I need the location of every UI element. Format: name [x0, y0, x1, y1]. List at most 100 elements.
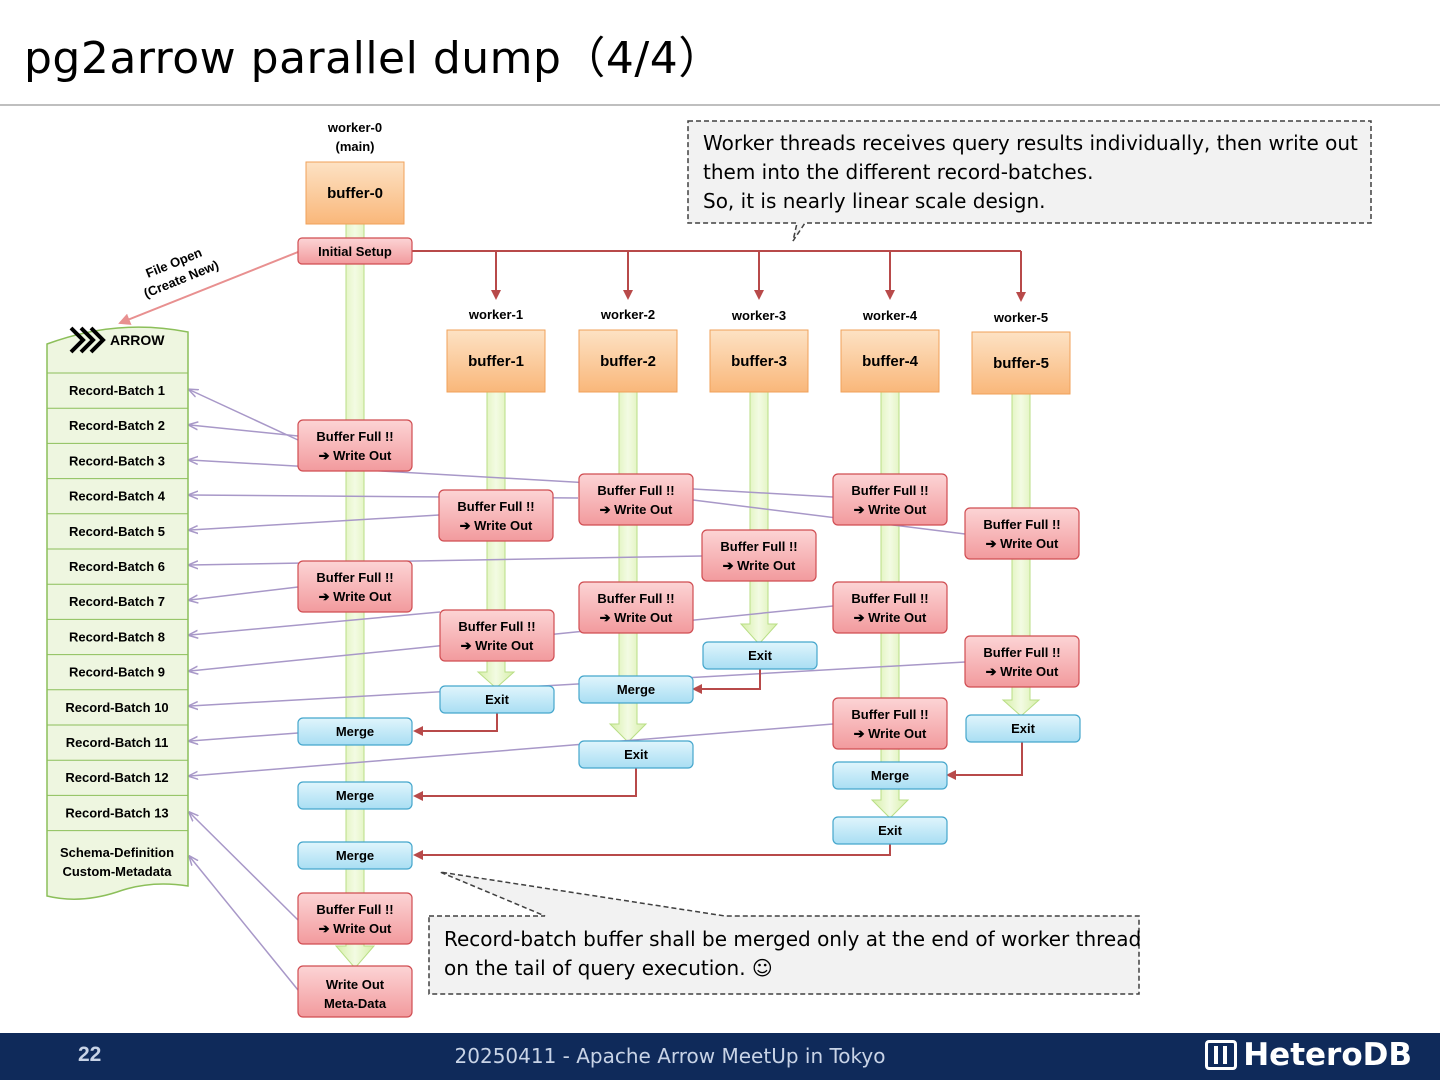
process-box-shape	[965, 714, 1081, 743]
buffer-2-label: buffer-2	[600, 353, 656, 370]
buffer-full-box: Buffer Full !!➔ Write Out	[438, 489, 554, 542]
line-batch-3	[190, 460, 834, 498]
buffer-full-box: Buffer Full !!➔ Write Out	[578, 581, 694, 634]
callout-bottom-line2: on the tail of query execution. ☺	[444, 956, 773, 980]
process-box-shape	[439, 609, 555, 662]
write-out-label: ➔ Write Out	[986, 536, 1059, 551]
buffer-3-label: buffer-3	[731, 353, 787, 370]
worker-5-label: worker-5	[993, 310, 1048, 325]
process-box-shape	[964, 635, 1080, 688]
heterodb-logo-icon	[1205, 1040, 1238, 1070]
buffer-3-box	[709, 329, 809, 393]
buffer-full-label: Buffer Full !!	[458, 619, 535, 634]
process-box-shape	[297, 892, 413, 945]
page-number: 22	[78, 1043, 102, 1066]
callout-top-line1: Worker threads receives query results in…	[703, 131, 1358, 155]
process-box-shape	[578, 581, 694, 634]
line-batch-2	[190, 425, 299, 437]
buffer-1-label: buffer-1	[468, 353, 524, 370]
buffer-full-label: Buffer Full !!	[983, 645, 1060, 660]
write-out-label: ➔ Write Out	[723, 558, 796, 573]
record-batch-3: Record-Batch 3	[69, 453, 165, 468]
arrow-header: ARROW	[110, 332, 165, 348]
write-out-label: ➔ Write Out	[854, 726, 927, 741]
callout-bottom-line1: Record-batch buffer shall be merged only…	[444, 927, 1141, 951]
initial-setup-box: Initial Setup	[297, 237, 413, 265]
merge-label: Merge	[617, 682, 655, 697]
buffer-full-label: Buffer Full !!	[316, 570, 393, 585]
callout-bottom: Record-batch buffer shall be merged only…	[428, 871, 1141, 995]
record-batch-4: Record-Batch 4	[69, 489, 166, 504]
title-divider	[0, 104, 1440, 106]
exit-label: Exit	[485, 692, 510, 707]
buffer-0-label: buffer-0	[327, 185, 383, 202]
buffer-full-box: Buffer Full !!➔ Write Out	[297, 419, 413, 472]
process-box-shape	[438, 489, 554, 542]
timeline-worker-3	[739, 391, 779, 645]
merge-label: Merge	[336, 724, 374, 739]
line-batch-6	[190, 555, 703, 565]
buffer-full-box: Buffer Full !! ➔ Write Out	[297, 560, 413, 613]
record-batch-11: Record-Batch 11	[66, 735, 169, 750]
process-box-shape	[297, 560, 413, 613]
exit-label: Exit	[878, 823, 903, 838]
line-batch-13	[190, 813, 299, 921]
callout-top-line3: So, it is nearly linear scale design.	[703, 189, 1045, 213]
process-box-shape	[297, 965, 413, 1018]
exit-box: Exit	[965, 714, 1081, 743]
callout-top-line2: them into the different record-batches.	[703, 160, 1093, 184]
event-label: 20250411 - Apache Arrow MeetUp in Tokyo	[454, 1044, 886, 1068]
write-out-label: ➔ Write Out	[319, 589, 392, 604]
buffer-full-label: Buffer Full !!	[457, 499, 534, 514]
merge-box: Merge	[832, 761, 948, 790]
buffer-full-box: Buffer Full !!➔ Write Out	[297, 892, 413, 945]
buffer-full-box: Buffer Full !! ➔ Write Out	[439, 609, 555, 662]
merge-box: Merge	[578, 675, 694, 704]
buffer-1-box	[446, 329, 546, 393]
record-batch-6: Record-Batch 6	[69, 559, 165, 574]
process-box-shape	[702, 641, 818, 670]
merge-label: Merge	[871, 768, 909, 783]
merge-label: Merge	[336, 788, 374, 803]
exit-label: Exit	[748, 648, 773, 663]
process-box-shape	[297, 419, 413, 472]
buffer-5-label: buffer-5	[993, 355, 1049, 372]
record-batch-2: Record-Batch 2	[69, 418, 165, 433]
buffer-full-label: Buffer Full !!	[851, 591, 928, 606]
merge-lines	[413, 669, 1023, 860]
worker-3-label: worker-3	[731, 308, 786, 323]
buffer-full-box: Buffer Full !!➔ Write Out	[832, 473, 948, 526]
exit-box: Exit	[439, 685, 555, 714]
exit-box: Exit	[702, 641, 818, 670]
write-out-label: Write Out	[326, 977, 385, 992]
buffer-0-box	[305, 161, 405, 225]
buffer-full-box: Buffer Full !!➔ Write Out	[578, 473, 694, 526]
line-batch-11	[190, 732, 299, 741]
buffer-full-label: Buffer Full !!	[851, 707, 928, 722]
record-batch-10: Record-Batch 10	[65, 700, 168, 715]
schema-definition-label: Schema-Definition	[60, 845, 174, 860]
merge-box: Merge	[297, 717, 413, 746]
record-batch-13: Record-Batch 13	[65, 805, 168, 820]
initial-setup-label: Initial Setup	[318, 244, 392, 259]
process-box-shape	[832, 473, 948, 526]
process-box-shape	[297, 781, 413, 810]
record-batch-12: Record-Batch 12	[65, 770, 168, 785]
worker-4-label: worker-4	[862, 308, 918, 323]
buffer-full-label: Buffer Full !!	[316, 902, 393, 917]
record-batch-9: Record-Batch 9	[69, 665, 165, 680]
brand-name: HeteroDB	[1243, 1037, 1412, 1073]
arrow-logo-icon	[69, 326, 106, 354]
buffer-full-label: Buffer Full !!	[597, 483, 674, 498]
merge-box: Merge	[297, 781, 413, 810]
process-box-shape	[964, 507, 1080, 560]
merge-box: Merge	[297, 841, 413, 870]
buffer-full-box: Buffer Full !!➔ Write Out	[832, 581, 948, 634]
write-out-label: ➔ Write Out	[461, 638, 534, 653]
buffer-4-label: buffer-4	[862, 353, 918, 370]
spawn-lines	[412, 250, 1026, 302]
